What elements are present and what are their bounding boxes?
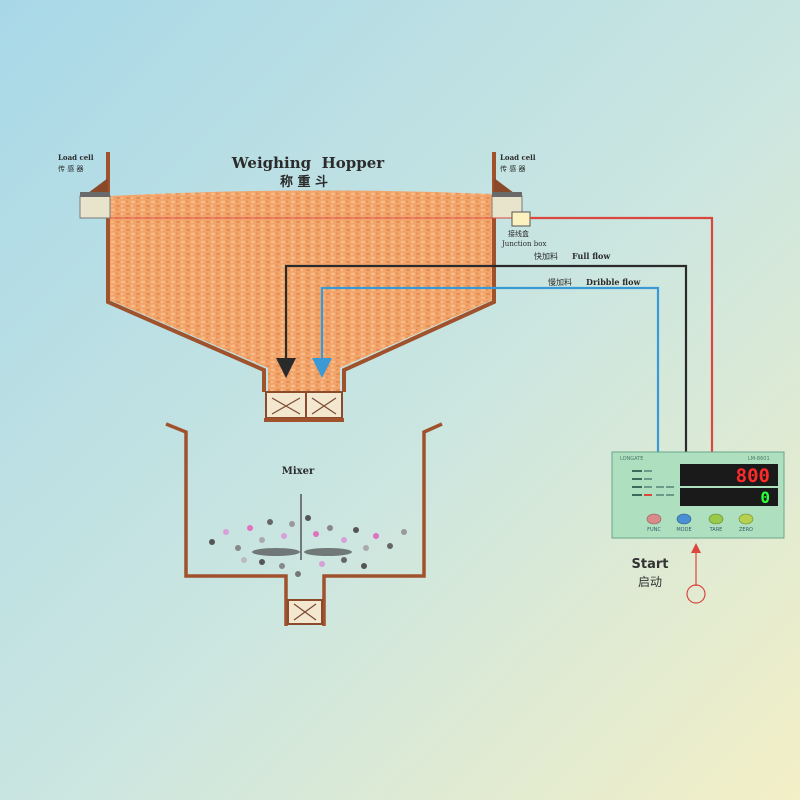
junction-box bbox=[511, 211, 531, 227]
start-signal bbox=[686, 543, 706, 604]
dribble-flow-line bbox=[320, 286, 660, 452]
full-flow-arrow bbox=[276, 358, 296, 378]
mixer-wall bbox=[165, 422, 443, 626]
load-cell-left-zh: 传 感 器 bbox=[58, 164, 83, 173]
weighing-hopper bbox=[106, 152, 496, 422]
target-display bbox=[680, 488, 778, 506]
full-flow-zh: 快加料 bbox=[534, 251, 558, 261]
mode-button-label: MODE bbox=[676, 527, 691, 533]
weighing-controller: LONGATE LM-8601 800 0 FUNC MODE bbox=[611, 451, 785, 539]
zero-button-label: ZERO bbox=[739, 527, 753, 533]
start-arrow-head bbox=[691, 543, 701, 553]
load-cell-left-en: Load cell bbox=[58, 153, 94, 162]
hopper-gate-right bbox=[305, 391, 343, 419]
load-cell-right-zh: 传 感 器 bbox=[500, 164, 525, 173]
dribble-flow-en: Dribble flow bbox=[586, 277, 641, 287]
start-label-zh: 启动 bbox=[638, 575, 662, 589]
mixer-label: Mixer bbox=[282, 466, 315, 477]
mixer bbox=[165, 422, 443, 626]
hopper-material bbox=[110, 190, 492, 392]
hopper-title-en: Weighing Hopper bbox=[231, 154, 385, 172]
full-flow-en: Full flow bbox=[572, 251, 611, 261]
full-flow-line bbox=[284, 264, 688, 452]
hopper-title-zh: 称 重 斗 bbox=[280, 174, 328, 190]
func-button[interactable]: FUNC bbox=[646, 513, 661, 533]
func-button-label: FUNC bbox=[647, 527, 661, 533]
controller-buttons: FUNC MODE TARE ZERO bbox=[646, 513, 754, 533]
mode-button[interactable]: MODE bbox=[676, 513, 692, 533]
mixer-blade-left bbox=[252, 548, 300, 556]
start-label-en: Start bbox=[632, 557, 669, 572]
weight-display bbox=[680, 464, 778, 486]
mixer-blade-right bbox=[304, 548, 352, 556]
load-cell-left bbox=[79, 178, 111, 219]
zero-button[interactable]: ZERO bbox=[738, 513, 754, 533]
controller-model: LM-8601 bbox=[748, 456, 770, 462]
indicator-lights bbox=[632, 470, 674, 496]
target-display-value: 0 bbox=[760, 488, 770, 507]
tare-button[interactable]: TARE bbox=[709, 513, 724, 533]
weight-display-value: 800 bbox=[736, 465, 770, 487]
mixer-particles bbox=[209, 515, 407, 577]
dribble-flow-zh: 慢加料 bbox=[548, 277, 572, 287]
load-cell-right-en: Load cell bbox=[500, 153, 536, 162]
junction-box-en: Junction box bbox=[501, 240, 546, 248]
hopper-gate-left bbox=[265, 391, 307, 419]
controller-brand: LONGATE bbox=[620, 456, 643, 462]
dribble-flow-arrow bbox=[312, 358, 332, 378]
start-button-icon[interactable] bbox=[686, 584, 706, 604]
hopper-wall bbox=[106, 152, 496, 392]
signal-wire bbox=[530, 216, 714, 452]
junction-box-zh: 接线盒 bbox=[508, 229, 529, 238]
tare-button-label: TARE bbox=[709, 527, 723, 533]
